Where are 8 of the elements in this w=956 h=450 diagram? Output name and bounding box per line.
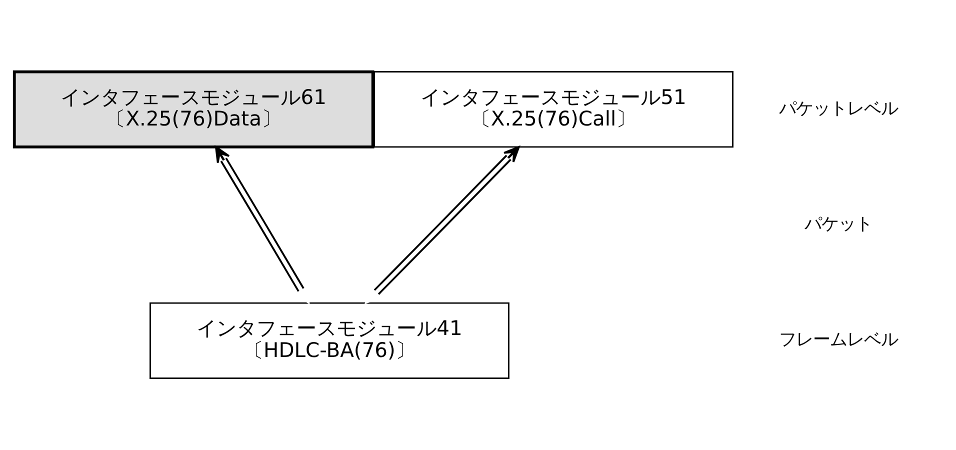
arrow (215, 146, 310, 304)
node-box: インタフェースモジュール61 〔X.25(76)Data〕 (12, 70, 374, 148)
node-box: インタフェースモジュール41 〔HDLC-BA(76)〕 (150, 302, 510, 379)
label: パケットレベル (778, 98, 898, 119)
node-box: インタフェースモジュール51 〔X.25(76)Call〕 (374, 71, 734, 148)
arrow (365, 146, 520, 304)
label: フレームレベル (778, 330, 898, 350)
label: パケット (804, 214, 872, 234)
